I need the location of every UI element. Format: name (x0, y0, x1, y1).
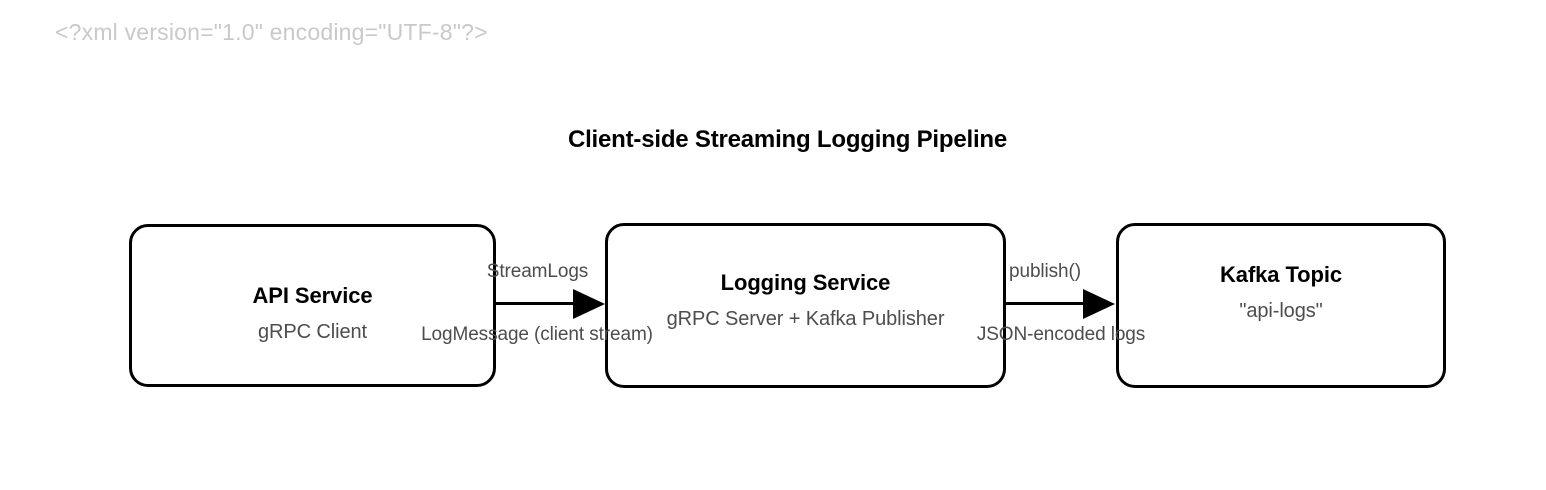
node-api-service-title: API Service (252, 283, 373, 308)
edge-publish-arrowhead-icon (1083, 289, 1115, 319)
page-title: Client-side Streaming Logging Pipeline (567, 126, 1008, 153)
edge-streamlogs-arrowhead-icon (573, 289, 605, 319)
node-logging-service[interactable]: Logging Service gRPC Server + Kafka Publ… (605, 223, 1006, 388)
edge-streamlogs-line (494, 302, 580, 305)
node-logging-service-title: Logging Service (720, 270, 891, 295)
node-kafka-topic-subtitle: "api-logs" (1239, 300, 1323, 322)
edge-publish-label-below: JSON-encoded logs (976, 324, 1146, 345)
edge-publish-label-above: publish() (1009, 261, 1081, 282)
node-kafka-topic[interactable]: Kafka Topic "api-logs" (1116, 223, 1446, 388)
xml-declaration-text: <?xml version="1.0" encoding="UTF-8"?> (55, 19, 488, 45)
edge-streamlogs-label-above: StreamLogs (486, 261, 589, 282)
edge-streamlogs-label-below: LogMessage (client stream) (421, 324, 653, 345)
node-api-service-subtitle: gRPC Client (258, 321, 367, 343)
node-api-service[interactable]: API Service gRPC Client (129, 224, 496, 387)
node-kafka-topic-title: Kafka Topic (1220, 262, 1342, 287)
node-logging-service-subtitle: gRPC Server + Kafka Publisher (666, 308, 945, 330)
edge-publish-line (1004, 302, 1086, 305)
